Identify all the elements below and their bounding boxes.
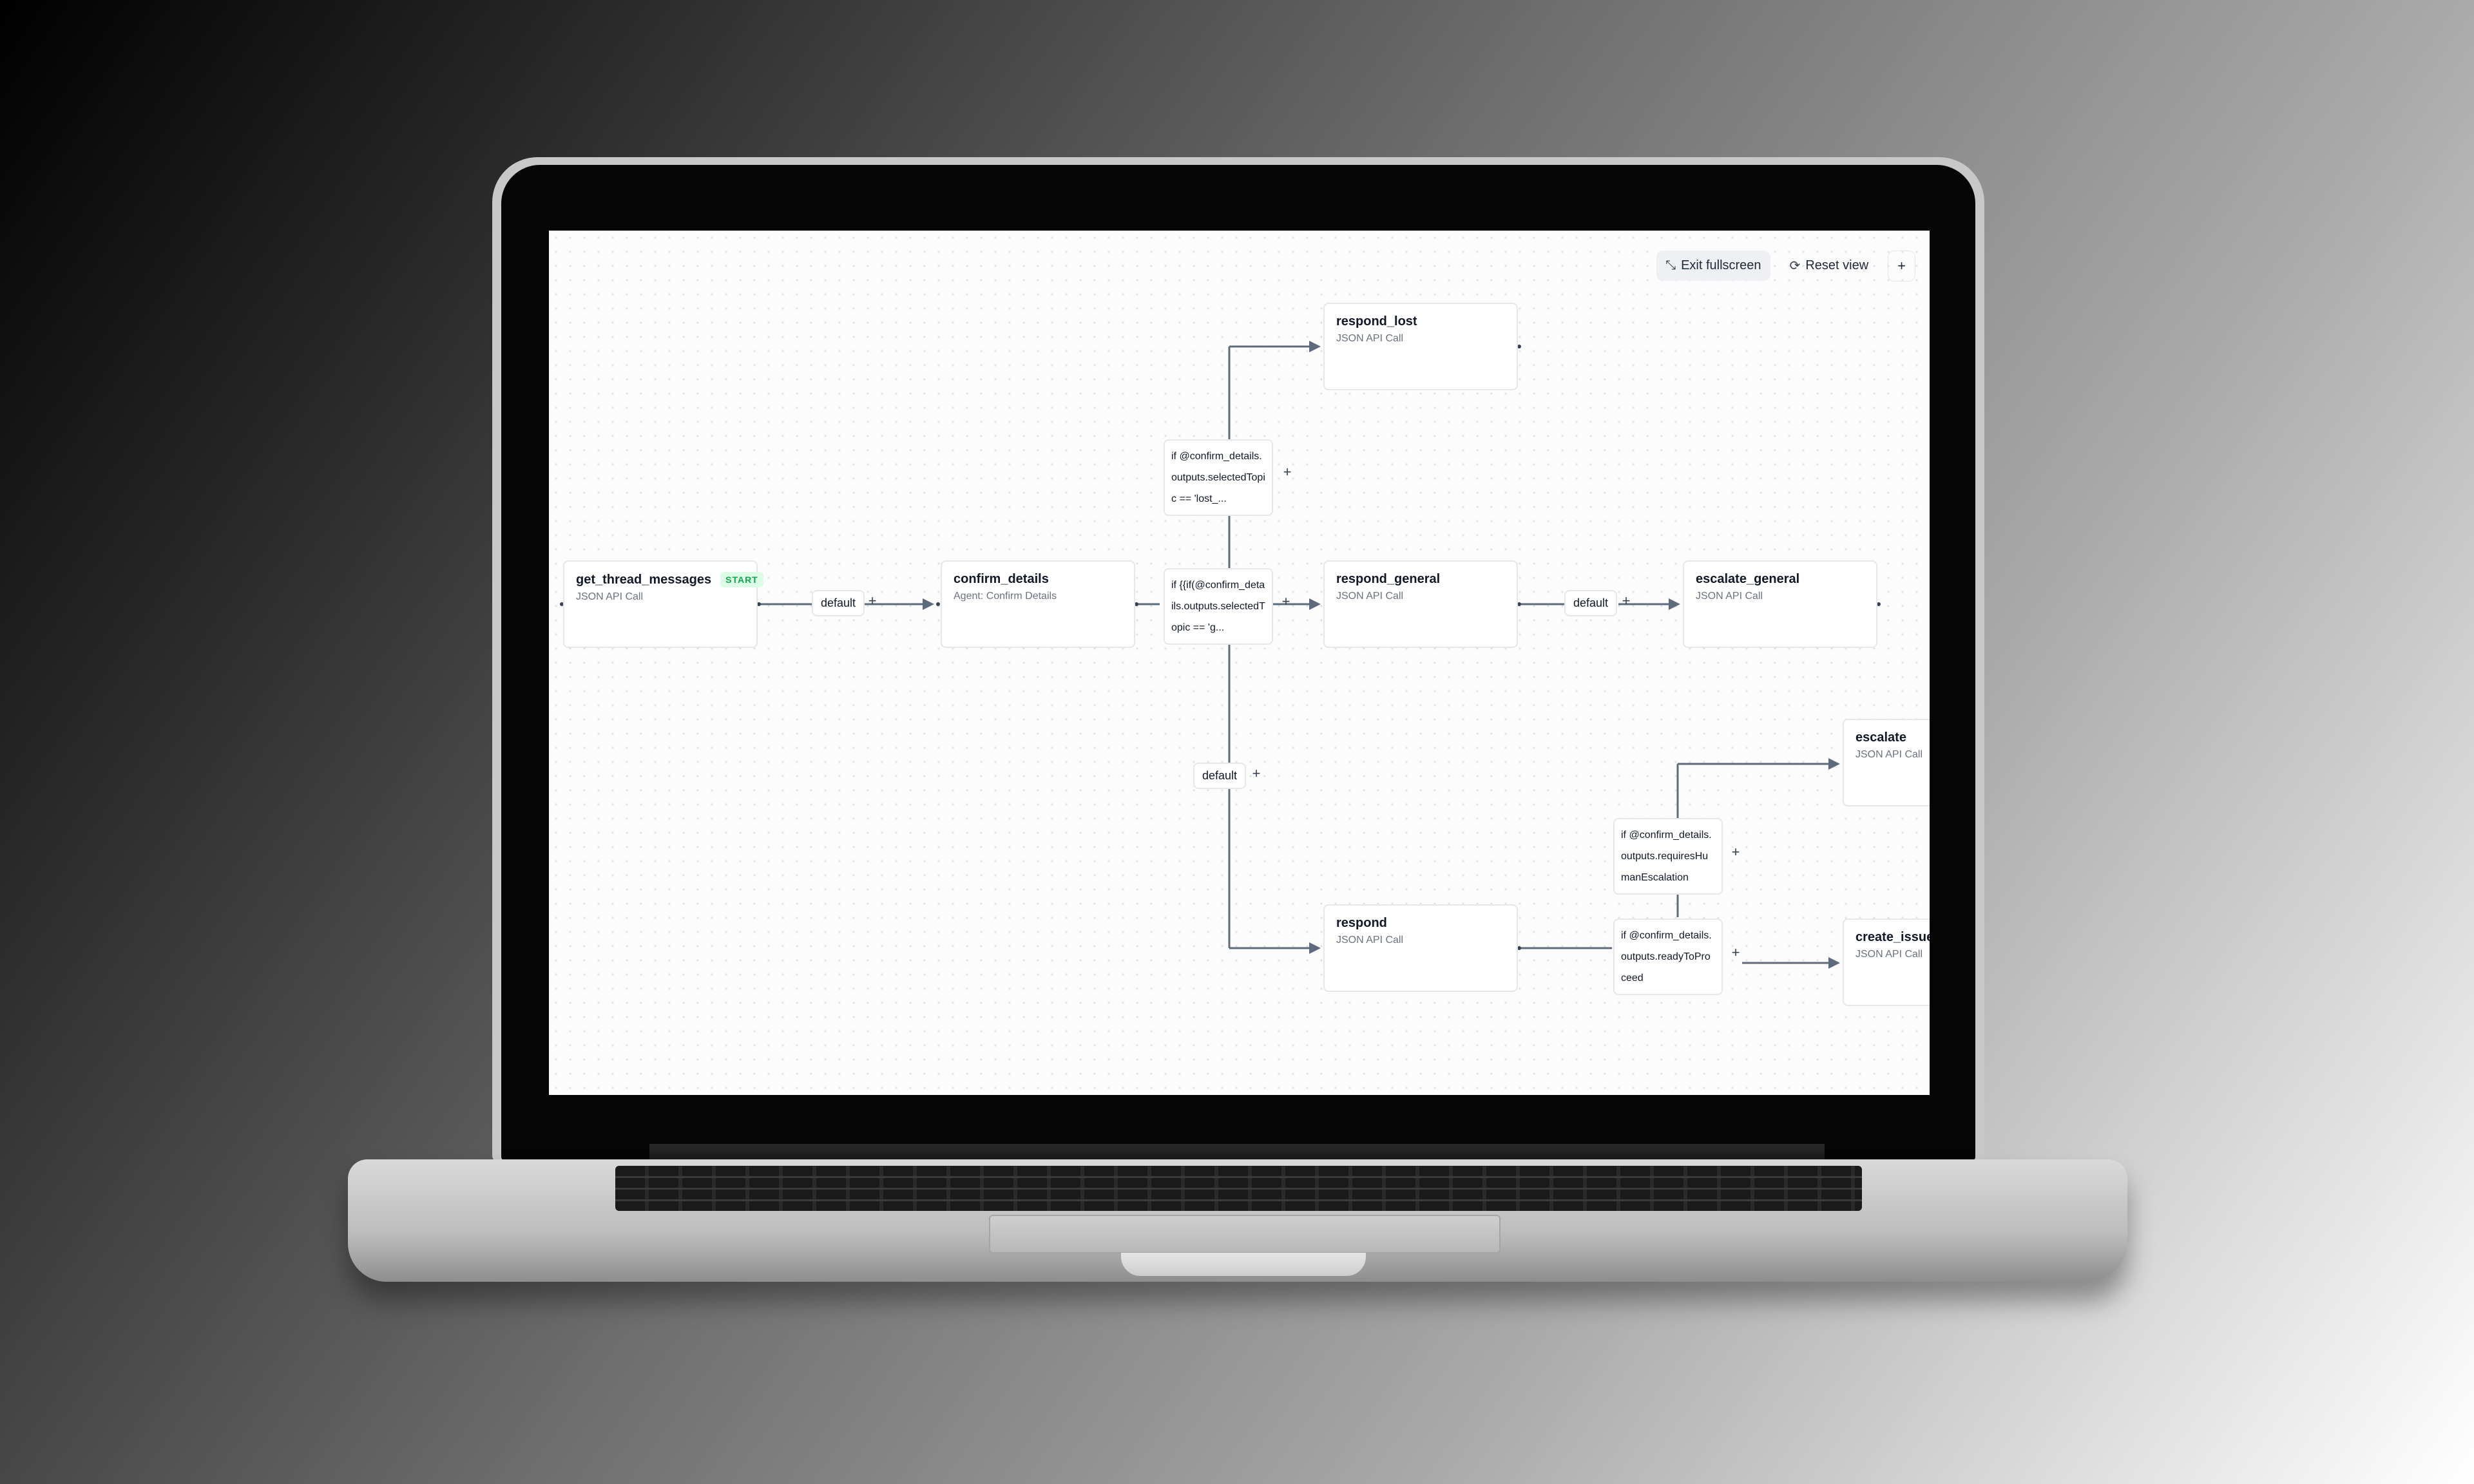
condition-human-escalation[interactable]: if @confirm_details.outputs.requiresHuma… [1613, 818, 1723, 895]
add-branch-button[interactable]: + [1731, 944, 1740, 960]
add-branch-button[interactable]: + [868, 593, 877, 609]
node-subtitle: JSON API Call [1336, 935, 1404, 946]
node-subtitle: JSON API Call [1856, 749, 1923, 760]
port-lost-out [1517, 345, 1521, 348]
arrow-escalate [1828, 758, 1840, 770]
add-branch-button[interactable]: + [1252, 765, 1261, 781]
edge-label-default[interactable]: default [1564, 590, 1618, 616]
node-title: create_issue_ [1856, 930, 1930, 944]
arrow-respond [1309, 942, 1321, 954]
arrow-respond-lost [1309, 341, 1321, 352]
port-general-out [1517, 602, 1521, 606]
refresh-icon: ⟳ [1789, 259, 1801, 273]
start-badge: START [720, 572, 763, 587]
node-title: escalate_general [1696, 572, 1800, 586]
node-subtitle: JSON API Call [1336, 591, 1404, 602]
laptop-trackpad [989, 1215, 1501, 1253]
node-subtitle: JSON API Call [576, 591, 644, 602]
reset-view-button[interactable]: ⟳ Reset view [1789, 258, 1869, 273]
port-eg-out [1877, 602, 1881, 606]
laptop-keyboard [615, 1166, 1862, 1211]
node-confirm-details[interactable]: confirm_details Agent: Confirm Details [941, 560, 1135, 648]
port-respond-out [1517, 946, 1521, 950]
arrow-escalate-general [1669, 598, 1680, 610]
condition-lost-topic[interactable]: if @confirm_details.outputs.selectedTopi… [1164, 439, 1273, 516]
add-node-button[interactable]: + [1888, 250, 1915, 281]
exit-fullscreen-button[interactable]: ⤡ Exit fullscreen [1656, 251, 1770, 281]
node-create-issue[interactable]: create_issue_ JSON API Call [1843, 918, 1930, 1006]
node-subtitle: JSON API Call [1336, 333, 1404, 344]
arrow-confirm [923, 598, 934, 610]
condition-general-topic[interactable]: if {{if(@confirm_details.outputs.selecte… [1164, 568, 1273, 645]
node-subtitle: JSON API Call [1856, 949, 1923, 960]
node-title: escalate [1856, 730, 1906, 745]
edge-layer [560, 341, 1881, 969]
node-title: confirm_details [954, 572, 1049, 586]
edge-label-default[interactable]: default [812, 590, 865, 616]
condition-ready-to-proceed[interactable]: if @confirm_details.outputs.readyToProce… [1613, 918, 1723, 995]
node-escalate[interactable]: escalate JSON API Call [1843, 719, 1930, 806]
plus-icon: + [1897, 257, 1906, 274]
edge-label-default[interactable]: default [1193, 763, 1247, 789]
laptop-notch [1121, 1253, 1366, 1276]
add-branch-button[interactable]: + [1283, 464, 1292, 480]
node-subtitle: Agent: Confirm Details [954, 591, 1057, 602]
workflow-canvas[interactable]: ⤡ Exit fullscreen ⟳ Reset view + get_thr… [549, 231, 1930, 1095]
port-start-in [560, 602, 564, 606]
port-confirm-out [1135, 602, 1138, 606]
node-title: respond_lost [1336, 314, 1417, 328]
node-title: respond [1336, 916, 1387, 930]
node-get-thread-messages[interactable]: get_thread_messages START JSON API Call [563, 560, 763, 648]
node-escalate-general[interactable]: escalate_general JSON API Call [1683, 560, 1877, 648]
add-branch-button[interactable]: + [1281, 593, 1290, 609]
add-branch-button[interactable]: + [1731, 844, 1740, 860]
node-title: get_thread_messages [576, 572, 712, 587]
node-subtitle: JSON API Call [1696, 591, 1763, 602]
port-start-out [757, 602, 761, 606]
node-respond-general[interactable]: respond_general JSON API Call [1323, 560, 1518, 648]
node-respond-lost[interactable]: respond_lost JSON API Call [1323, 303, 1518, 390]
add-branch-button[interactable]: + [1622, 593, 1631, 609]
minimize-icon: ⤡ [1665, 258, 1676, 272]
node-title: respond_general [1336, 572, 1441, 586]
arrow-create-issue [1828, 957, 1840, 969]
port-confirm-in [936, 602, 940, 606]
canvas-toolbar: ⤡ Exit fullscreen ⟳ Reset view + [1656, 250, 1915, 281]
arrow-respond-general [1309, 598, 1321, 610]
node-respond[interactable]: respond JSON API Call [1323, 904, 1518, 992]
